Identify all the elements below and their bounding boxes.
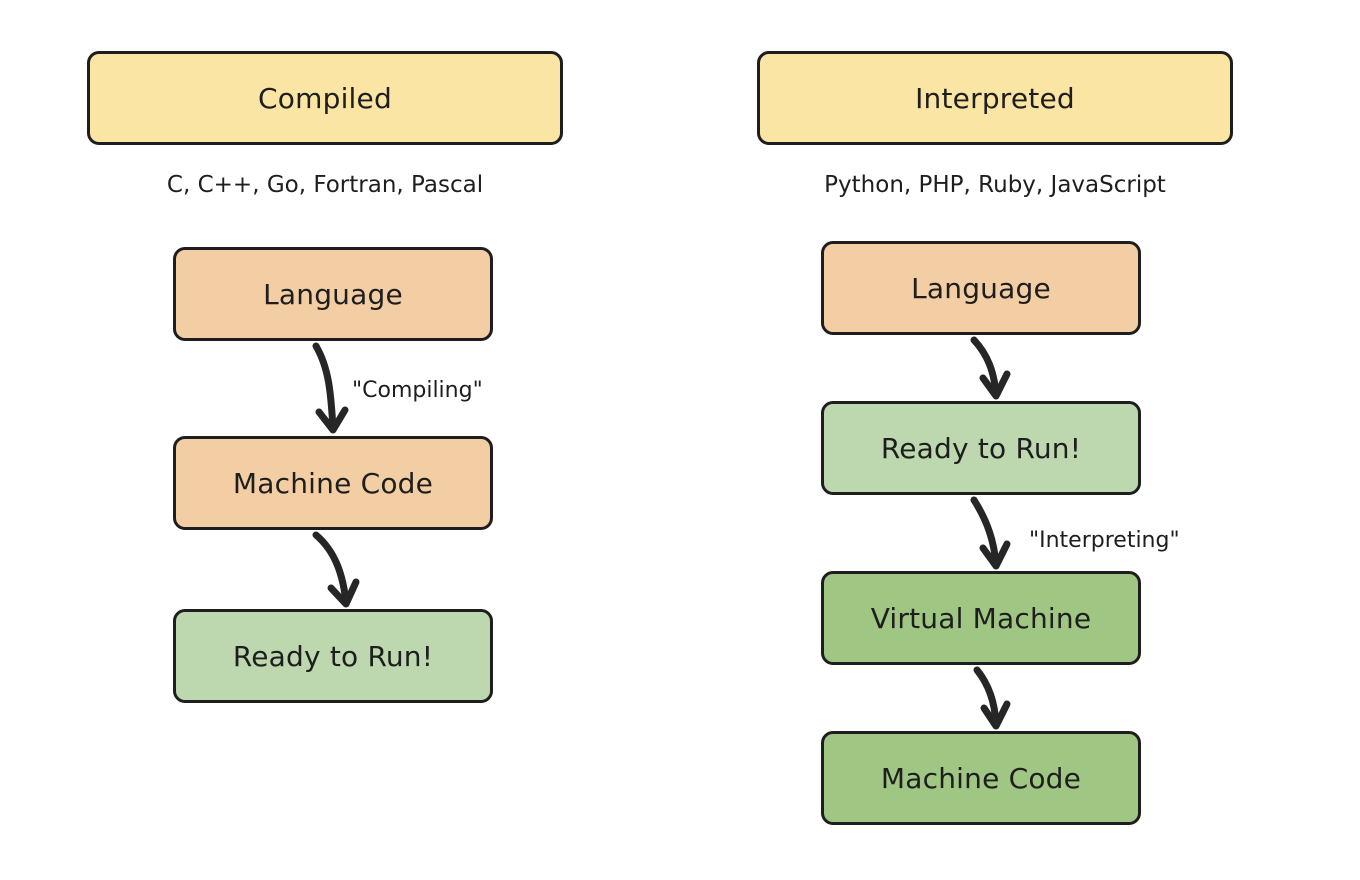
- compiled-step-language: Language: [173, 247, 493, 341]
- arrow-interpreted-virtual-machine-to-machine-code: [973, 666, 1011, 730]
- compiled-step-machine-code: Machine Code: [173, 436, 493, 530]
- interpreted-step-ready-to-run: Ready to Run!: [821, 401, 1141, 495]
- interpreted-step-virtual-machine: Virtual Machine: [821, 571, 1141, 665]
- compiled-header: Compiled: [87, 51, 563, 145]
- interpreted-examples: Python, PHP, Ruby, JavaScript: [824, 172, 1166, 198]
- arrow-interpreted-ready-to-virtual-machine: [970, 496, 1011, 570]
- arrow-compiled-language-to-machine-code: [312, 342, 349, 434]
- interpreting-label: "Interpreting": [1029, 528, 1180, 553]
- compiling-label: "Compiling": [352, 378, 483, 403]
- interpreted-step-machine-code: Machine Code: [821, 731, 1141, 825]
- arrow-interpreted-language-to-ready: [970, 336, 1011, 400]
- interpreted-step-language: Language: [821, 241, 1141, 335]
- arrow-compiled-machine-code-to-ready: [312, 531, 360, 608]
- interpreted-header: Interpreted: [757, 51, 1233, 145]
- compiled-step-ready-to-run: Ready to Run!: [173, 609, 493, 703]
- compiled-examples: C, C++, Go, Fortran, Pascal: [166, 172, 484, 198]
